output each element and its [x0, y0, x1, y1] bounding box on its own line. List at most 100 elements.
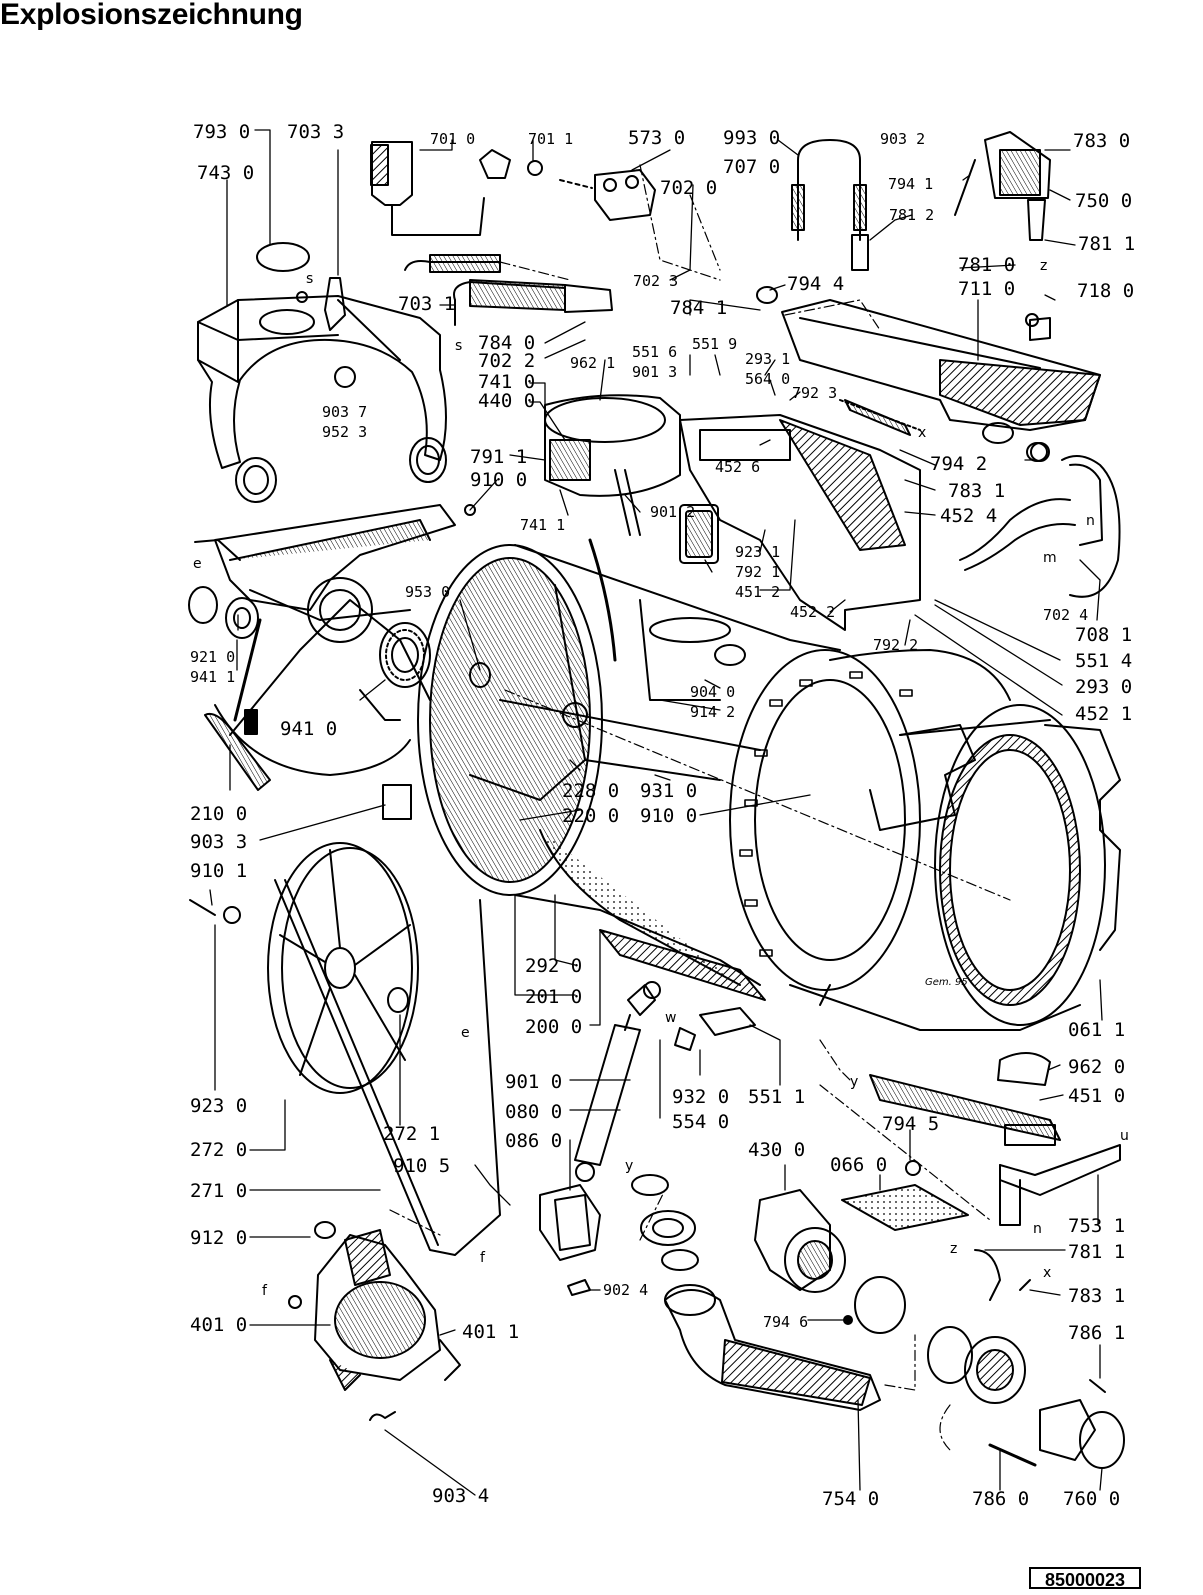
part-label-921-0: 921 0	[190, 648, 235, 666]
part-label-914-2: 914 2	[690, 703, 735, 721]
mark-n-2: n	[1033, 1221, 1042, 1237]
part-label-201-0: 201 0	[525, 986, 582, 1008]
part-label-452-6: 452 6	[715, 458, 760, 476]
terminal-903-3	[382, 784, 412, 820]
clip-903-4	[369, 1411, 396, 1421]
part-label-430-0: 430 0	[748, 1139, 805, 1161]
part-label-293-1: 293 1	[745, 350, 790, 368]
part-label-708-1: 708 1	[1075, 624, 1132, 646]
part-label-754-0: 754 0	[822, 1488, 879, 1510]
part-label-401-1: 401 1	[462, 1321, 519, 1343]
part-label-210-0: 210 0	[190, 803, 247, 825]
part-label-904-0: 904 0	[690, 683, 735, 701]
part-label-066-0: 066 0	[830, 1154, 887, 1176]
part-label-080-0: 080 0	[505, 1101, 562, 1123]
part-label-452-1: 452 1	[1075, 703, 1132, 725]
rear-tub-wall	[194, 504, 456, 791]
part-label-228-0: 228 0	[562, 780, 619, 802]
part-label-792-3: 792 3	[792, 384, 837, 402]
front-tub	[729, 649, 1121, 1031]
dispenser-housing	[197, 242, 447, 503]
part-label-783-1a: 783 1	[948, 480, 1005, 502]
part-label-702-3: 702 3	[633, 272, 678, 290]
part-label-451-0: 451 0	[1068, 1085, 1125, 1107]
part-label-753-1: 753 1	[1068, 1215, 1125, 1237]
part-label-573-0: 573 0	[628, 127, 685, 149]
mark-f-2: f	[262, 1283, 268, 1299]
part-label-781-2: 781 2	[889, 206, 934, 224]
mark-z-1: z	[1040, 258, 1047, 274]
part-label-941-0: 941 0	[280, 718, 337, 740]
part-label-086-0: 086 0	[505, 1130, 562, 1152]
filter-pad	[841, 1184, 969, 1231]
part-label-551-6: 551 6	[632, 343, 677, 361]
part-label-786-0: 786 0	[972, 1488, 1029, 1510]
dispenser-drawer	[781, 299, 1101, 444]
mark-m: m	[1043, 550, 1057, 566]
part-label-910-0a: 910 0	[470, 469, 527, 491]
part-label-962-0: 962 0	[1068, 1056, 1125, 1078]
part-label-901-3: 901 3	[632, 363, 677, 381]
part-label-903-2: 903 2	[880, 130, 925, 148]
part-label-750-0: 750 0	[1075, 190, 1132, 212]
pulley	[189, 842, 419, 1094]
part-label-741-1: 741 1	[520, 516, 565, 534]
part-label-794-2: 794 2	[930, 453, 987, 475]
part-label-702-4: 702 4	[1043, 606, 1088, 624]
part-label-551-4: 551 4	[1075, 650, 1132, 672]
part-label-781-1b: 781 1	[1068, 1241, 1125, 1263]
drum-assembly	[417, 538, 841, 1001]
part-label-794-4: 794 4	[787, 273, 844, 295]
part-label-910-0b: 910 0	[640, 805, 697, 827]
part-label-702-2: 702 2	[478, 350, 535, 372]
part-label-784-0: 784 0	[478, 332, 535, 354]
part-label-440-0: 440 0	[478, 390, 535, 412]
part-label-910-5: 910 5	[393, 1155, 450, 1177]
mark-y-1: y	[850, 1074, 858, 1090]
part-label-794-6: 794 6	[763, 1313, 808, 1331]
part-label-272-1: 272 1	[383, 1123, 440, 1145]
soap-tray-housing	[544, 394, 921, 631]
pressure-hose-993	[791, 139, 869, 271]
drain-bellows	[631, 1174, 881, 1411]
part-label-784-1: 784 1	[670, 297, 727, 319]
part-label-272-0: 272 0	[190, 1139, 247, 1161]
mark-f-1: f	[480, 1250, 486, 1266]
part-label-781-0: 781 0	[958, 254, 1015, 276]
part-label-901-0: 901 0	[505, 1071, 562, 1093]
part-label-554-0: 554 0	[672, 1111, 729, 1133]
heater-451	[869, 1052, 1061, 1146]
part-label-931-0: 931 0	[640, 780, 697, 802]
part-label-781-1a: 781 1	[1078, 233, 1135, 255]
part-label-792-2: 792 2	[873, 636, 918, 654]
inlet-valve-left	[370, 141, 543, 236]
part-label-952-3: 952 3	[322, 423, 367, 441]
bracket	[539, 1184, 601, 1261]
part-label-220-0: 220 0	[562, 805, 619, 827]
part-label-702-0: 702 0	[660, 177, 717, 199]
alignment-lines	[389, 164, 1011, 1451]
part-label-941-1: 941 1	[190, 668, 235, 686]
part-label-452-4: 452 4	[940, 505, 997, 527]
part-label-271-0: 271 0	[190, 1180, 247, 1202]
part-label-793-0: 793 0	[193, 121, 250, 143]
part-label-707-0: 707 0	[723, 156, 780, 178]
mark-n-1: n	[1086, 513, 1095, 529]
part-label-903-4: 903 4	[432, 1485, 489, 1507]
document-number: 85000023	[1029, 1567, 1141, 1590]
mark-e-2: e	[461, 1025, 470, 1041]
part-label-903-3: 903 3	[190, 831, 247, 853]
part-label-293-0: 293 0	[1075, 676, 1132, 698]
part-label-794-5: 794 5	[882, 1113, 939, 1135]
part-label-701-1: 701 1	[528, 130, 573, 148]
drive-belt	[274, 879, 501, 1256]
part-label-741-0: 741 0	[478, 371, 535, 393]
part-label-551-9: 551 9	[692, 335, 737, 353]
part-label-910-1: 910 1	[190, 860, 247, 882]
part-label-962-1: 962 1	[570, 354, 615, 372]
bracket-753	[999, 1144, 1121, 1226]
mark-y-2: y	[625, 1158, 633, 1174]
part-label-292-0: 292 0	[525, 955, 582, 977]
part-label-791-1: 791 1	[470, 446, 527, 468]
mark-x-2: x	[1043, 1265, 1051, 1281]
